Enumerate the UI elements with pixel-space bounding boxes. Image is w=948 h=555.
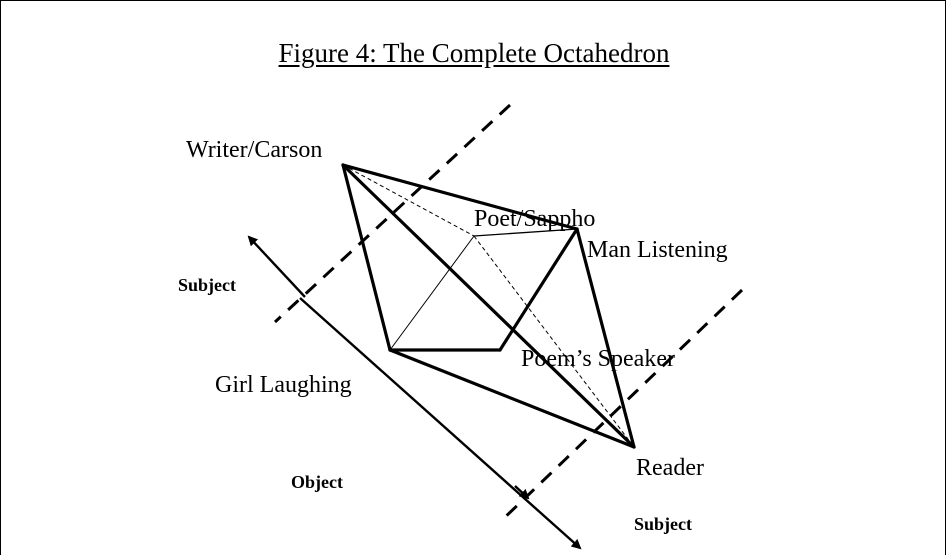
- hidden-edge-poet-reader: [473, 235, 635, 448]
- edge-speaker-man: [498, 227, 579, 352]
- axis-label-subject-bottom: Subject: [634, 514, 692, 534]
- edge-writer-man: [341, 163, 579, 231]
- axis-label-object: Object: [291, 472, 343, 492]
- figure-title: Figure 4: The Complete Octahedron: [278, 38, 670, 68]
- arrow-midpoint-head: [514, 485, 530, 500]
- vertex-label-man: Man Listening: [587, 237, 728, 263]
- edge-girl-reader: [388, 348, 636, 449]
- arrow-subject-object-axis: [299, 297, 582, 550]
- upper-dashed-separator: [273, 103, 512, 324]
- vertex-label-reader: Reader: [636, 455, 704, 481]
- vertex-label-poet: Poet/Sappho: [474, 206, 596, 232]
- edge-writer-reader: [341, 163, 636, 449]
- edge-man-reader: [575, 227, 636, 449]
- edge-writer-girl: [341, 163, 392, 352]
- edge-girl-poet: [389, 235, 475, 351]
- vertex-label-writer: Writer/Carson: [186, 137, 323, 163]
- axis-label-subject-left: Subject: [178, 275, 236, 295]
- vertex-label-speaker: Poem’s Speaker: [521, 346, 675, 372]
- edge-poet-man: [473, 228, 578, 237]
- vertex-label-girl: Girl Laughing: [215, 372, 352, 398]
- lower-dashed-separator: [498, 288, 744, 524]
- hidden-edge-writer-poet: [342, 164, 475, 237]
- arrow-left-short: [247, 235, 306, 298]
